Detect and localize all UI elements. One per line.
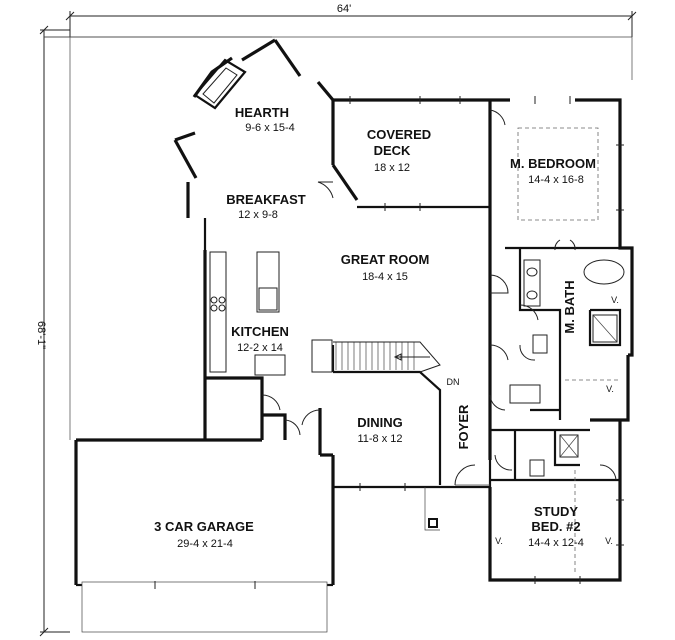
vent-label-bath-1: V. <box>611 295 619 305</box>
covered-deck-label-line2: DECK <box>374 143 411 158</box>
vent-label-bath-2: V. <box>606 384 614 394</box>
kitchen-size: 12-2 x 14 <box>237 342 283 354</box>
garage-label: 3 CAR GARAGE <box>154 519 254 534</box>
hearth-label: HEARTH <box>235 105 289 120</box>
vent-label-study-2: V. <box>605 536 613 546</box>
dining-label: DINING <box>357 415 403 430</box>
master-bedroom-label: M. BEDROOM <box>510 156 596 171</box>
walls <box>74 38 634 633</box>
foyer-label: FOYER <box>456 404 471 449</box>
master-bedroom-size: 14-4 x 16-8 <box>528 174 584 186</box>
study-size: 14-4 x 12-4 <box>528 537 584 549</box>
breakfast-size: 12 x 9-8 <box>238 209 278 221</box>
master-bath-label: M. BATH <box>562 280 577 333</box>
window-marks <box>154 96 624 589</box>
great-room-label: GREAT ROOM <box>341 252 430 267</box>
fixtures <box>193 58 625 575</box>
hearth-size: 9-6 x 15-4 <box>245 122 295 134</box>
garage-size: 29-4 x 21-4 <box>177 538 233 550</box>
room-labels: HEARTH 9-6 x 15-4 COVERED DECK 18 x 12 M… <box>154 105 619 550</box>
depth-dimension-label: 68'-1" <box>35 321 47 349</box>
great-room-size: 18-4 x 15 <box>362 271 408 283</box>
study-label-line1: STUDY <box>534 504 578 519</box>
covered-deck-size: 18 x 12 <box>374 162 410 174</box>
door-swings <box>261 109 617 486</box>
covered-deck-label-line1: COVERED <box>367 127 431 142</box>
study-label-line2: BED. #2 <box>531 519 580 534</box>
vent-label-study-1: V. <box>495 536 503 546</box>
stair-down-label: DN <box>447 377 460 387</box>
width-dimension-label: 64' <box>337 3 351 15</box>
kitchen-label: KITCHEN <box>231 324 289 339</box>
dimension-lines <box>39 11 637 637</box>
breakfast-label: BREAKFAST <box>226 192 306 207</box>
dining-size: 11-8 x 12 <box>357 433 402 445</box>
